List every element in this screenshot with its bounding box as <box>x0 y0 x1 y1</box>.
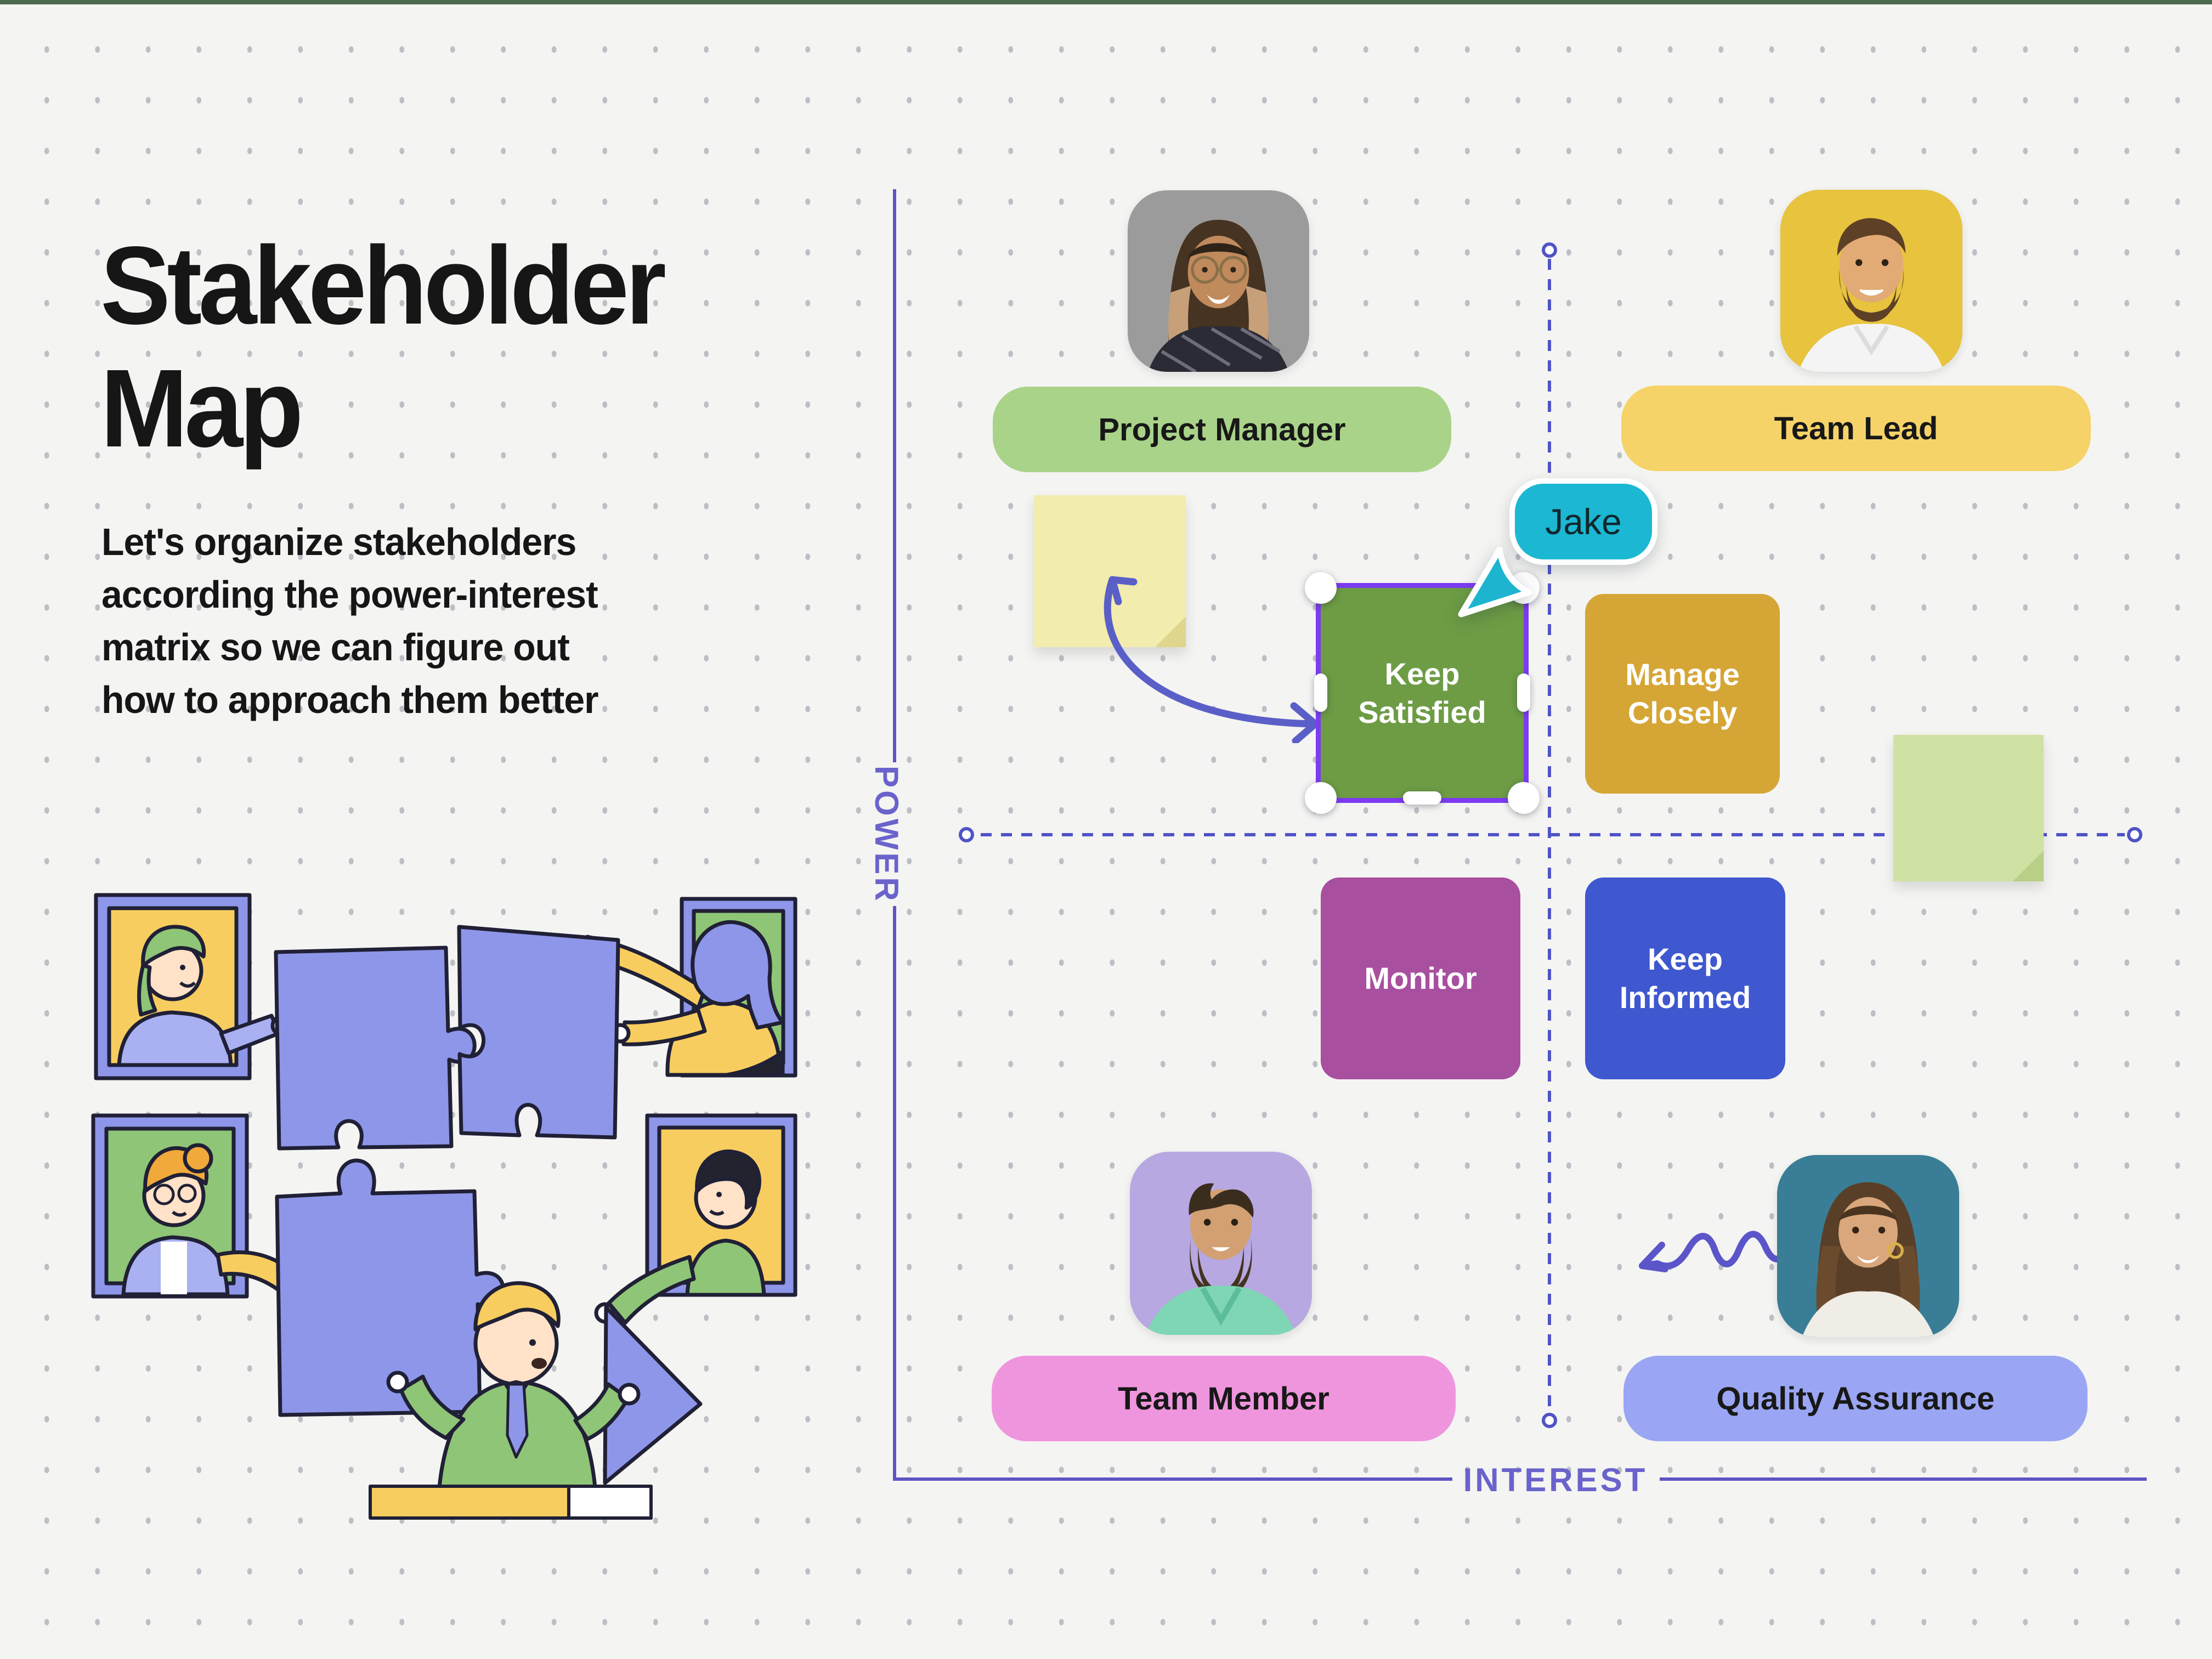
team-lead-photo[interactable] <box>1780 190 1962 372</box>
guide-endpoint-right[interactable] <box>2127 827 2142 842</box>
team-member-avatar <box>1146 1183 1296 1335</box>
quadrant-keep-informed[interactable]: Keep Informed <box>1585 877 1785 1079</box>
team-member-photo[interactable] <box>1130 1152 1312 1335</box>
quadrant-keep-satisfied[interactable]: Keep Satisfied <box>1305 572 1540 814</box>
power-axis-line-top <box>893 189 896 762</box>
intro-line: according the power-interest <box>101 573 598 616</box>
curved-arrow-connector[interactable] <box>1080 557 1338 743</box>
selection-handle-bottom-left[interactable] <box>1305 782 1337 814</box>
sticky-note-green[interactable] <box>1893 735 2044 881</box>
quadrant-manage-closely[interactable]: Manage Closely <box>1585 594 1780 794</box>
role-label: Team Lead <box>1774 410 1938 446</box>
power-axis-line-bottom <box>893 906 896 1481</box>
quadrant-label: Manage Closely <box>1625 657 1740 730</box>
quadrant-label: Keep Informed <box>1619 942 1751 1015</box>
quality-assurance-avatar <box>1802 1182 1934 1337</box>
intro-text[interactable]: Let's organize stakeholders according th… <box>101 516 599 726</box>
selection-handle-top-left[interactable] <box>1305 572 1337 604</box>
page-title-line1: Stakeholder <box>100 223 666 347</box>
collaborator-name-tag: Jake <box>1509 478 1657 565</box>
squiggle-arrow[interactable] <box>1623 1218 1810 1294</box>
role-pill-team-member[interactable]: Team Member <box>992 1356 1456 1441</box>
project-manager-avatar <box>1148 219 1289 372</box>
guide-endpoint-top[interactable] <box>1542 242 1557 258</box>
intro-line: how to approach them better <box>101 678 599 721</box>
sticky-fold <box>1155 616 1186 647</box>
role-pill-team-lead[interactable]: Team Lead <box>1621 386 2091 471</box>
role-label: Project Manager <box>1098 411 1346 448</box>
page-title[interactable]: Stakeholder Map <box>100 223 666 470</box>
top-window-strip <box>0 0 2212 4</box>
quality-assurance-photo[interactable] <box>1777 1155 1959 1337</box>
selection-handle-right[interactable] <box>1517 673 1530 712</box>
intro-line: Let's organize stakeholders <box>101 520 576 563</box>
guide-endpoint-left[interactable] <box>959 827 974 842</box>
quadrant-label: Keep Satisfied <box>1358 656 1486 729</box>
selection-handle-bottom[interactable] <box>1403 791 1441 805</box>
teamwork-illustration[interactable] <box>90 884 850 1570</box>
quadrant-monitor[interactable]: Monitor <box>1321 877 1520 1079</box>
guide-endpoint-bottom[interactable] <box>1542 1413 1557 1428</box>
interest-axis-label: INTEREST <box>1463 1462 1648 1498</box>
collaborator-cursor-icon <box>1458 546 1532 618</box>
matrix-horizontal-guide <box>981 833 2125 836</box>
selection-handle-left[interactable] <box>1314 673 1327 712</box>
sticky-fold <box>2013 851 2044 881</box>
team-lead-avatar <box>1798 218 1944 372</box>
role-label: Team Member <box>1118 1380 1330 1417</box>
selection-handle-bottom-right[interactable] <box>1508 782 1540 814</box>
role-pill-quality-assurance[interactable]: Quality Assurance <box>1623 1356 2087 1441</box>
role-label: Quality Assurance <box>1716 1380 1995 1417</box>
interest-axis-line-left <box>893 1477 1452 1481</box>
role-pill-project-manager[interactable]: Project Manager <box>993 387 1451 472</box>
power-axis-label: POWER <box>868 766 905 904</box>
project-manager-photo[interactable] <box>1128 190 1309 372</box>
intro-line: matrix so we can figure out <box>101 626 570 669</box>
quadrant-label: Monitor <box>1364 961 1477 995</box>
interest-axis-line-right <box>1660 1477 2147 1481</box>
page-title-line2: Map <box>100 346 304 470</box>
collaborator-name: Jake <box>1545 501 1622 542</box>
